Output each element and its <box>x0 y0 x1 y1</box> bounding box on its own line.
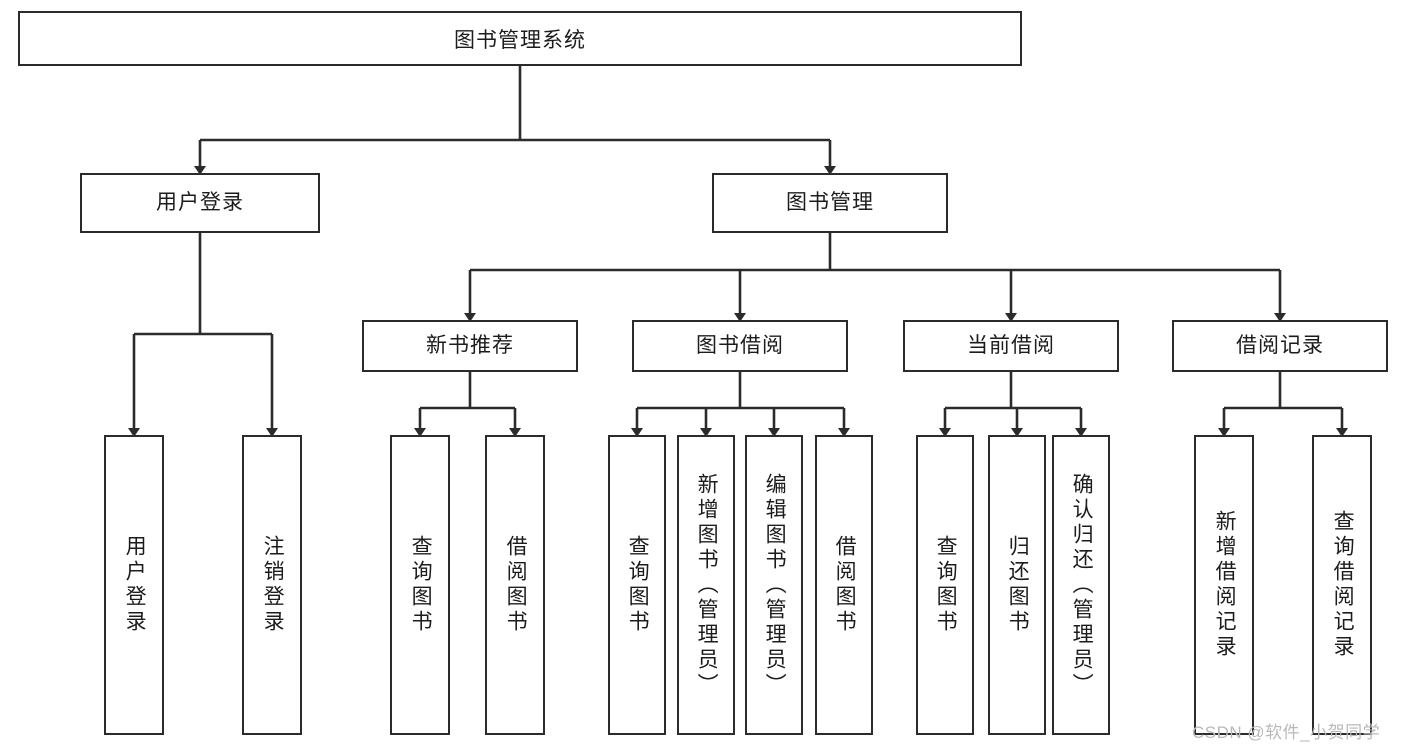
node-leaf-return-book[interactable]: 归还图书 <box>988 435 1046 735</box>
node-leaf-query-book-3[interactable]: 查询图书 <box>916 435 974 735</box>
node-leaf-query-book-2[interactable]: 查询图书 <box>608 435 666 735</box>
node-current-borrow-label: 当前借阅 <box>967 334 1055 358</box>
node-leaf-user-login-label: 用户登录 <box>123 535 147 635</box>
node-leaf-borrow-book-1-label: 借阅图书 <box>504 535 528 635</box>
node-user-login-label: 用户登录 <box>156 191 244 215</box>
node-leaf-query-book-1[interactable]: 查询图书 <box>390 435 450 735</box>
node-leaf-user-login[interactable]: 用户登录 <box>104 435 164 735</box>
node-leaf-query-borrow-record[interactable]: 查询借阅记录 <box>1312 435 1372 735</box>
node-root[interactable]: 图书管理系统 <box>18 11 1022 66</box>
node-book-borrow-label: 图书借阅 <box>696 334 784 358</box>
node-root-label: 图书管理系统 <box>454 28 586 52</box>
node-leaf-query-book-1-label: 查询图书 <box>409 535 433 635</box>
node-leaf-add-borrow-record-label: 新增借阅记录 <box>1213 510 1237 660</box>
node-book-manage-label: 图书管理 <box>786 191 874 215</box>
csdn-watermark: CSDN @软件_小贺同学 <box>1192 723 1381 742</box>
node-book-manage[interactable]: 图书管理 <box>712 173 948 233</box>
node-new-book-recommend-label: 新书推荐 <box>426 334 514 358</box>
node-book-borrow[interactable]: 图书借阅 <box>632 320 848 372</box>
node-user-login[interactable]: 用户登录 <box>80 173 320 233</box>
node-leaf-user-logout-label: 注销登录 <box>261 535 285 635</box>
node-borrow-record-label: 借阅记录 <box>1236 334 1324 358</box>
node-leaf-confirm-return[interactable]: 确认归还（管理员） <box>1052 435 1110 735</box>
node-leaf-edit-book-admin[interactable]: 编辑图书（管理员） <box>745 435 803 735</box>
node-current-borrow[interactable]: 当前借阅 <box>903 320 1119 372</box>
node-leaf-edit-book-admin-label: 编辑图书（管理员） <box>763 472 787 698</box>
node-leaf-query-borrow-record-label: 查询借阅记录 <box>1331 510 1355 660</box>
node-leaf-query-book-3-label: 查询图书 <box>934 535 958 635</box>
node-leaf-return-book-label: 归还图书 <box>1006 535 1030 635</box>
node-leaf-borrow-book-2-label: 借阅图书 <box>833 535 857 635</box>
node-leaf-borrow-book-1[interactable]: 借阅图书 <box>485 435 545 735</box>
node-leaf-add-book-admin-label: 新增图书（管理员） <box>695 472 719 698</box>
node-borrow-record[interactable]: 借阅记录 <box>1172 320 1388 372</box>
node-leaf-borrow-book-2[interactable]: 借阅图书 <box>815 435 873 735</box>
node-leaf-add-borrow-record[interactable]: 新增借阅记录 <box>1194 435 1254 735</box>
node-new-book-recommend[interactable]: 新书推荐 <box>362 320 578 372</box>
node-leaf-query-book-2-label: 查询图书 <box>626 535 650 635</box>
node-leaf-confirm-return-label: 确认归还（管理员） <box>1070 472 1094 698</box>
node-leaf-user-logout[interactable]: 注销登录 <box>242 435 302 735</box>
node-leaf-add-book-admin[interactable]: 新增图书（管理员） <box>677 435 735 735</box>
